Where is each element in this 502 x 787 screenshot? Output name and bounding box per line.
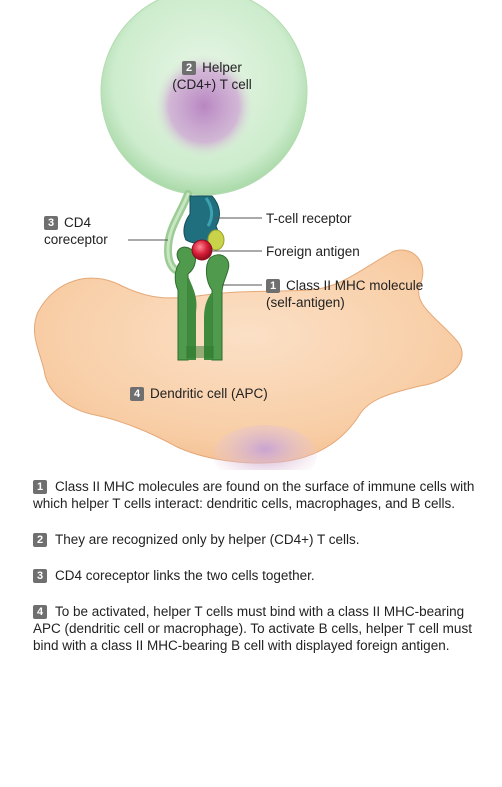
helper-t-nucleus [154, 54, 254, 158]
badge-1: 1 [266, 279, 280, 293]
label-foreign-antigen: Foreign antigen [266, 244, 360, 259]
badge-4: 4 [130, 387, 144, 401]
badge-2: 2 [182, 61, 197, 75]
badge-3: 3 [44, 216, 58, 230]
dendritic-nucleus [213, 425, 317, 470]
class-ii-mhc-molecule [174, 246, 230, 361]
dendritic-cell [34, 249, 463, 464]
note-badge-1: 1 [33, 480, 47, 494]
tcr-domain [207, 229, 225, 251]
note-badge-3: 3 [33, 569, 47, 583]
diagram-figure [34, 0, 463, 470]
label-tcr: T-cell receptor [266, 211, 352, 226]
note-badge-4: 4 [33, 605, 47, 619]
note-badge-2: 2 [33, 533, 47, 547]
foreign-antigen [191, 239, 213, 261]
